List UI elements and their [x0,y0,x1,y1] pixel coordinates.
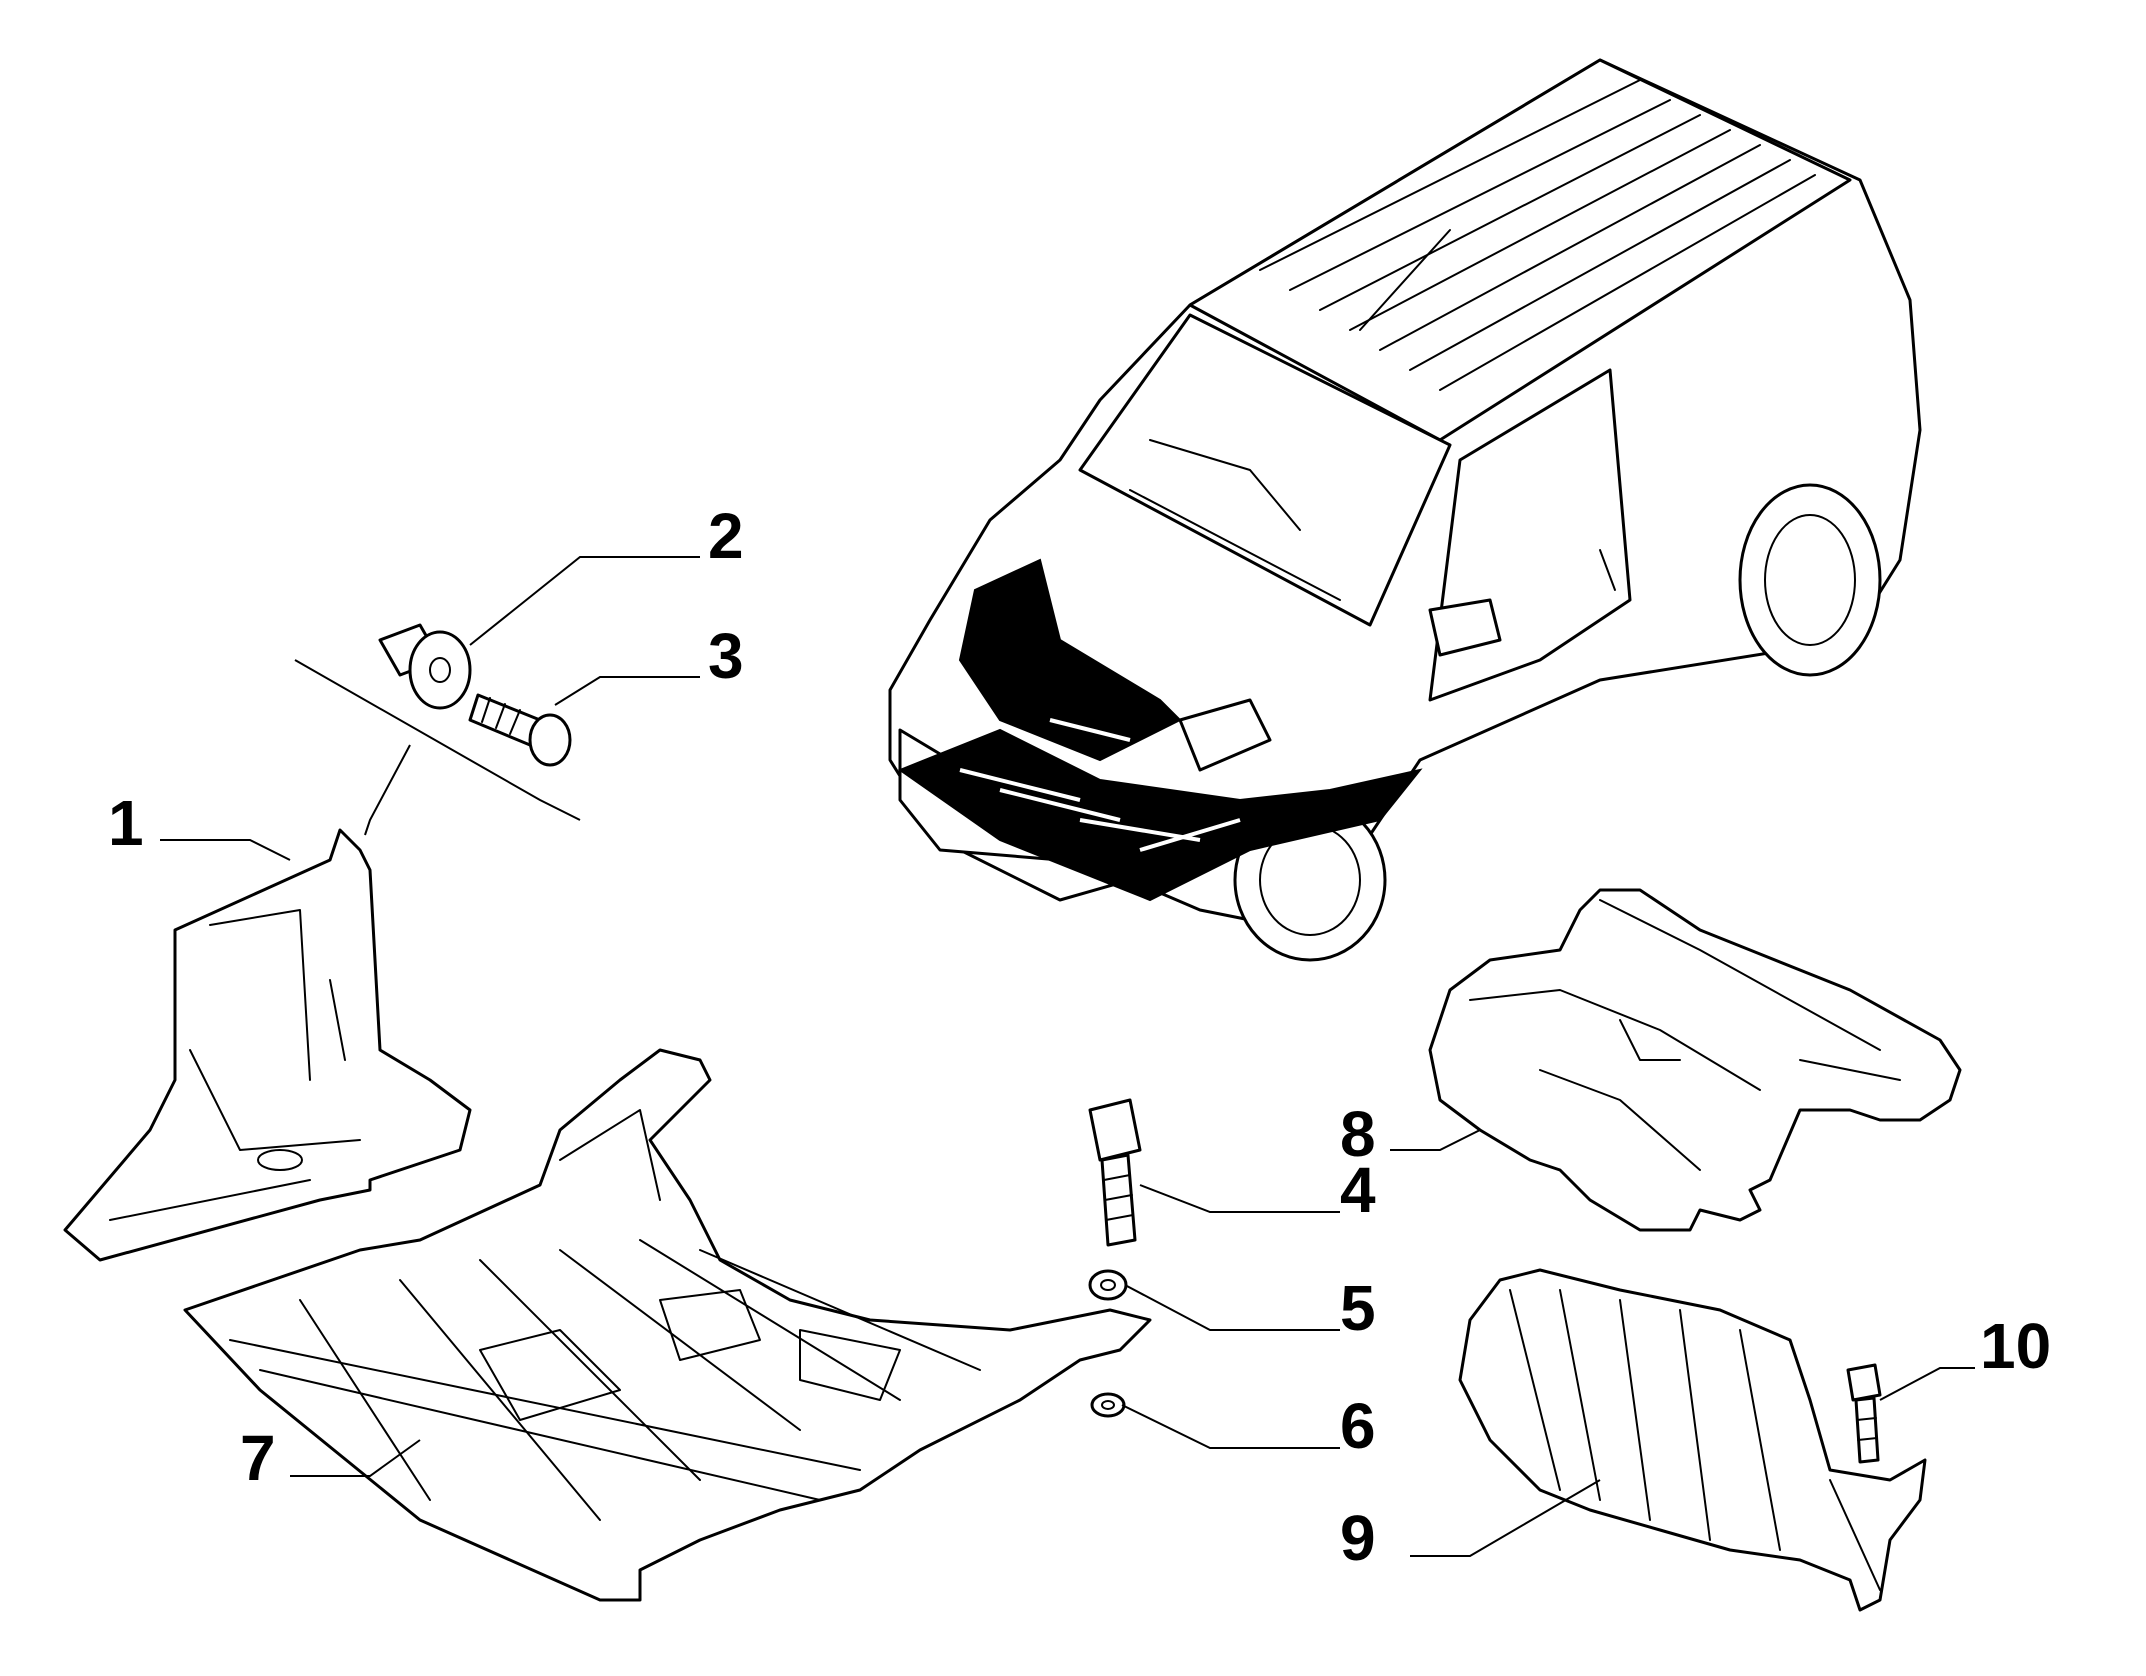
leader-10 [1879,1367,1975,1401]
callout-10: 10 [1980,1310,2051,1382]
van-windshield [1078,313,1452,627]
part-1-side-shield [63,828,472,1262]
van-side-mirror [1428,598,1502,657]
leader-5 [1124,1284,1340,1331]
part-10-small-bolt [1846,1363,1882,1464]
van-headlight [1178,698,1272,772]
callout-5: 5 [1340,1272,1376,1344]
leader-6 [1121,1404,1340,1449]
callout-6: 6 [1340,1390,1376,1462]
part-7-undertray [183,1048,1152,1602]
part-4-bolt [1088,1098,1142,1247]
callout-9: 9 [1340,1502,1376,1574]
leader-lines [160,556,1975,1557]
part-5-washer [1088,1269,1128,1301]
callout-4: 4 [1340,1154,1376,1226]
van-roof [1188,58,1852,442]
van-illustration [888,58,1922,962]
part-6-flat-washer [1090,1392,1126,1418]
roof-ribs [1259,79,1816,391]
leader-4 [1139,1184,1340,1213]
leader-2 [469,556,700,646]
undertray-rib-pattern [229,1109,981,1521]
van-undertray-highlight [897,728,1423,902]
leader-3 [554,676,700,706]
part-8-rear-undertray [1428,888,1962,1232]
leader-9 [1410,1479,1601,1557]
part-2-push-rivet [378,623,472,710]
van-rear-wheel [1738,483,1882,677]
part-9-heat-shield [1458,1268,1927,1612]
callout-7: 7 [240,1422,276,1494]
callout-2: 2 [708,500,744,572]
callout-3: 3 [708,620,744,692]
leader-8 [1390,1129,1481,1151]
callout-8: 8 [1340,1098,1376,1170]
van-engine-shield-highlight [958,558,1182,762]
leader-bracket-2-3-to-1 [294,659,581,836]
leader-1 [160,839,291,861]
part-3-screw [468,693,572,767]
leader-7 [290,1439,421,1477]
undertray-slots [959,718,1241,852]
callout-1: 1 [108,787,144,859]
callout-numbers: 1 2 3 4 5 6 7 8 9 10 [108,500,2051,1574]
